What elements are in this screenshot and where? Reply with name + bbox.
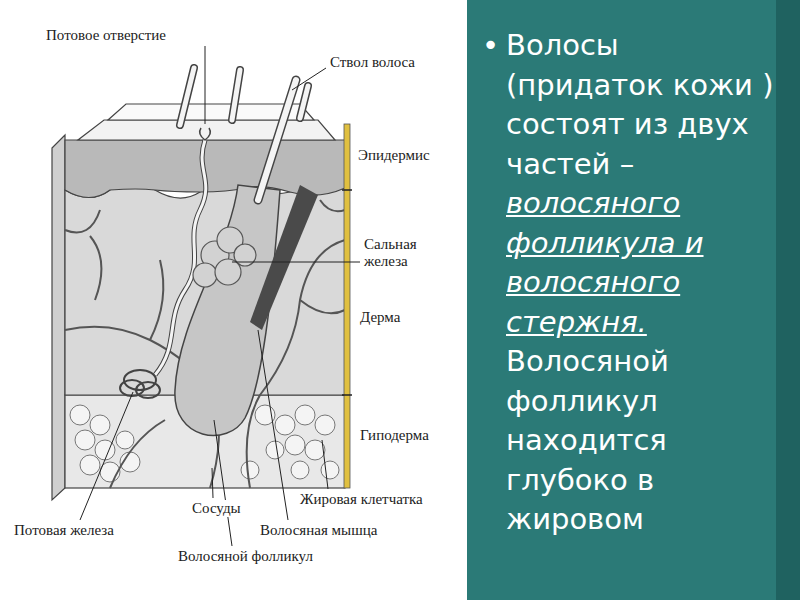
part-label: Жировая клетчатка	[298, 491, 425, 508]
layer-label: Дерма	[358, 309, 402, 326]
body-text: Волосяной фолликул находится глубоко в ж…	[506, 344, 669, 536]
body-text: Волосы (придаток кожи ) состоят из двух …	[506, 28, 774, 181]
part-label: Потовая железа	[12, 522, 116, 539]
part-label: Сальная железа	[362, 236, 456, 270]
panel-paragraph: Волосы (придаток кожи ) состоят из двух …	[506, 26, 774, 540]
layer-tick	[342, 189, 352, 191]
layer-label: Эпидермис	[356, 147, 432, 164]
layer-label: Гиподерма	[358, 427, 431, 444]
part-label: Волосяной фолликул	[176, 548, 315, 565]
layer-tick	[342, 394, 352, 396]
text-panel	[467, 0, 800, 600]
part-label: Сосуды	[190, 500, 243, 517]
bullet-mark: •	[482, 26, 499, 66]
block-side	[52, 135, 65, 500]
part-label: Потовое отверстие	[44, 27, 168, 44]
part-label: Ствол волоса	[328, 54, 417, 71]
layer-bar	[344, 124, 350, 488]
arrector-muscle	[250, 185, 318, 330]
surface-plate	[78, 120, 335, 140]
sebaceous-gland	[193, 227, 256, 287]
panel-edge	[776, 0, 800, 600]
emphasis-text: волосяного фолликула и волосяного стержн…	[506, 186, 704, 339]
hair-shafts	[180, 68, 308, 200]
sweat-gland-coil	[120, 370, 160, 398]
sweat-pore	[200, 128, 211, 140]
leader-lines	[80, 46, 360, 546]
part-label: Волосяная мышца	[258, 522, 379, 539]
